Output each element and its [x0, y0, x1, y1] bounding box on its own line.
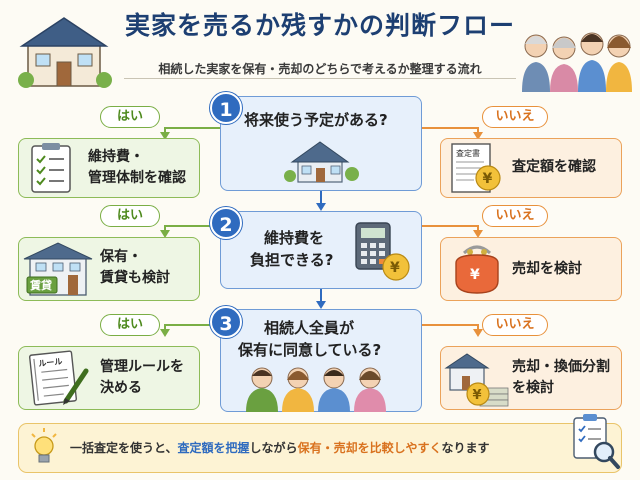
page-title: 実家を売るか残すかの判断フロー	[124, 11, 515, 40]
rental-sign: 賃貸	[29, 278, 52, 292]
checklist-icon	[31, 143, 71, 193]
tip-text: 一括査定を使うと、査定額を把握しながら保有・売却を比較しやすくなります	[70, 439, 489, 456]
question-3-line1: 相続人全員が	[264, 319, 355, 337]
yes-1-line2: 管理体制を確認	[88, 170, 186, 186]
step-number-2: 2	[210, 207, 242, 239]
house-illustration	[18, 17, 112, 88]
family-icon	[246, 367, 386, 412]
calculator-icon: ¥	[355, 222, 410, 281]
step-number-1: 1	[210, 92, 242, 124]
yes-3-line2: 決める	[100, 380, 142, 396]
no-label-3: いいえ	[482, 314, 548, 336]
no-2-line1: 売却を検討	[512, 261, 582, 277]
no-1-line1: 査定額を確認	[512, 159, 596, 175]
notebook-label: ルール	[38, 357, 63, 368]
yes-label-2: はい	[100, 205, 160, 227]
document-label: 査定書	[456, 148, 480, 158]
appraisal-document-icon: 査定書 ¥	[451, 143, 501, 193]
yen-symbol-4: ¥	[473, 388, 482, 403]
coin-purse-icon: ¥	[455, 245, 499, 294]
house-icon	[284, 141, 359, 183]
tip-box	[18, 423, 622, 473]
question-3-line2: 保有に同意している?	[238, 341, 382, 359]
yes-label-1: はい	[100, 106, 160, 128]
clipboard-magnifier-icon	[573, 414, 620, 469]
yes-label-3: はい	[100, 314, 160, 336]
yes-2-line2: 賃貸も検討	[100, 270, 170, 286]
tip-part5: なります	[441, 441, 490, 455]
no-label-2: いいえ	[482, 205, 548, 227]
yes-1-line1: 維持費・	[88, 149, 144, 165]
no-3-line1: 売却・換価分割	[512, 359, 610, 375]
tip-highlight-compare: 保有・売却を比較しやすく	[297, 441, 442, 455]
question-2-line2: 負担できる?	[250, 251, 334, 269]
tip-highlight-appraisal: 査定額を把握	[177, 441, 250, 455]
notebook-rules-icon: ルール	[28, 350, 89, 406]
yen-symbol-1: ¥	[483, 171, 493, 187]
lightbulb-icon	[31, 428, 57, 463]
subtitle-divider	[124, 78, 516, 79]
rental-house-icon: 賃貸	[23, 242, 93, 296]
question-2-line1: 維持費を	[264, 229, 325, 247]
step-number-3: 3	[210, 306, 242, 338]
yen-symbol-3: ¥	[470, 267, 480, 283]
tip-part1: 一括査定を使うと、	[70, 441, 178, 455]
no-label-1: いいえ	[482, 106, 548, 128]
family-illustration	[522, 32, 632, 92]
yen-symbol-2: ¥	[390, 260, 400, 276]
house-with-money-icon: ¥	[444, 353, 509, 407]
yes-2-line1: 保有・	[100, 249, 142, 265]
question-1-text: 将来使う予定がある?	[244, 111, 388, 129]
no-3-line2: を検討	[512, 380, 554, 396]
tip-part3: しながら	[249, 441, 298, 455]
subtitle: 相続した実家を保有・売却のどちらで考えるか整理する流れ	[158, 62, 482, 76]
subtitle-area: 相続した実家を保有・売却のどちらで考えるか整理する流れ	[118, 58, 522, 77]
yes-3-line1: 管理ルールを	[100, 359, 184, 375]
